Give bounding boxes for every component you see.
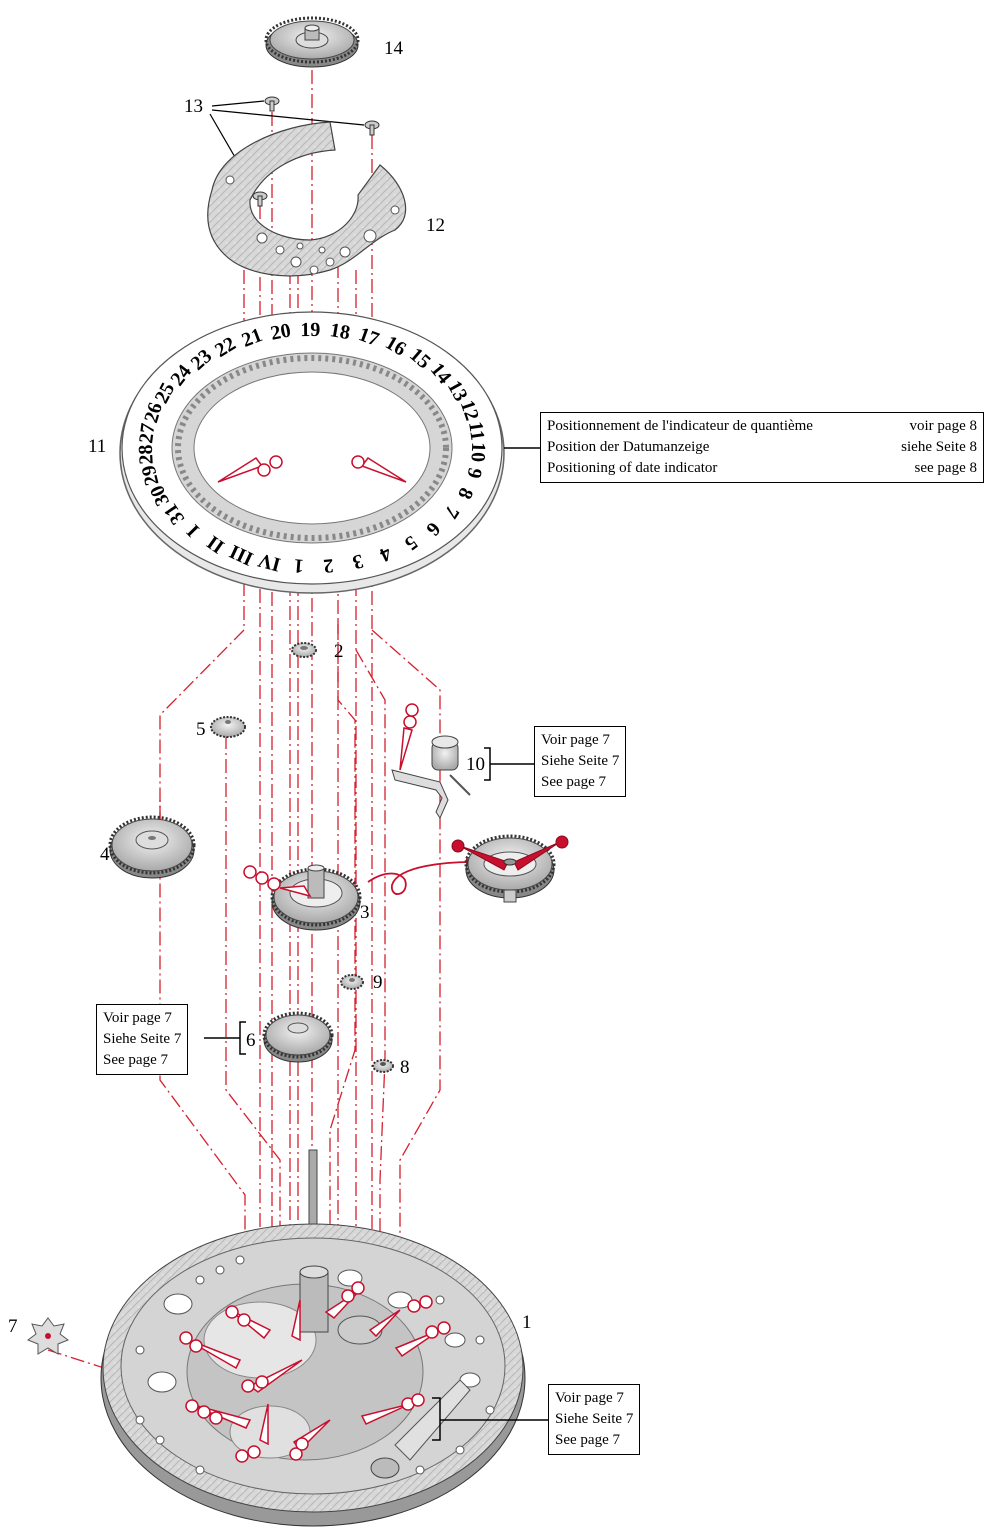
part-2-pinion bbox=[291, 642, 317, 658]
label-8: 8 bbox=[400, 1057, 410, 1078]
label-10: 10 bbox=[466, 754, 485, 775]
label-11: 11 bbox=[88, 436, 106, 457]
ref-row-fr: Positionnement de l'indicateur de quanti… bbox=[547, 418, 977, 434]
date-ring-number: 28 bbox=[135, 444, 158, 465]
label-14: 14 bbox=[384, 38, 404, 59]
label-12: 12 bbox=[426, 215, 445, 236]
part-14-wheel bbox=[264, 16, 360, 68]
label-7: 7 bbox=[8, 1316, 18, 1337]
part-13-screws bbox=[252, 96, 380, 207]
date-ring-number: 9 bbox=[462, 466, 486, 480]
part-1-main-plate bbox=[100, 1149, 526, 1527]
part-8-pinion bbox=[372, 1059, 394, 1073]
part-12-bridge bbox=[207, 121, 407, 277]
part-4-wheel bbox=[108, 815, 196, 879]
part-5-wheel bbox=[210, 716, 246, 738]
part-6-wheel bbox=[262, 1011, 334, 1063]
part-7-star-wheel bbox=[26, 1317, 70, 1355]
box-brackets bbox=[204, 447, 548, 1441]
label-3: 3 bbox=[360, 902, 370, 923]
label-4: 4 bbox=[100, 844, 110, 865]
label-5: 5 bbox=[196, 719, 206, 740]
date-ring-number: 19 bbox=[300, 319, 320, 341]
part-1-reference-box: Voir page 7 Siehe Seite 7 See page 7 bbox=[548, 1384, 641, 1455]
part-3-wheel bbox=[243, 864, 362, 931]
date-ring-number: 10 bbox=[467, 442, 490, 463]
date-ring-number: 29 bbox=[137, 463, 163, 488]
part-9-pinion bbox=[340, 974, 364, 990]
flip-arrow bbox=[367, 861, 473, 895]
label-13: 13 bbox=[184, 96, 203, 117]
date-ring-number: 20 bbox=[269, 319, 293, 344]
part-3-flipped-wheel bbox=[451, 834, 569, 903]
date-ring-number: 18 bbox=[328, 319, 351, 344]
label-1: 1 bbox=[522, 1312, 532, 1333]
guide-lines bbox=[47, 70, 441, 1419]
date-indicator-reference-box: Positionnement de l'indicateur de quanti… bbox=[540, 412, 984, 483]
part-6-reference-box: Voir page 7 Siehe Seite 7 See page 7 bbox=[96, 1004, 189, 1075]
part-10-reference-box: Voir page 7 Siehe Seite 7 See page 7 bbox=[534, 726, 627, 797]
date-ring-number: 27 bbox=[135, 422, 159, 445]
date-ring-number: 11 bbox=[464, 420, 488, 442]
label-9: 9 bbox=[373, 972, 383, 993]
part-10-lever bbox=[391, 703, 471, 820]
date-ring-number: 2 bbox=[322, 554, 334, 577]
label-2: 2 bbox=[334, 641, 344, 662]
label-6: 6 bbox=[246, 1030, 256, 1051]
date-ring-number: 1 bbox=[293, 554, 305, 577]
